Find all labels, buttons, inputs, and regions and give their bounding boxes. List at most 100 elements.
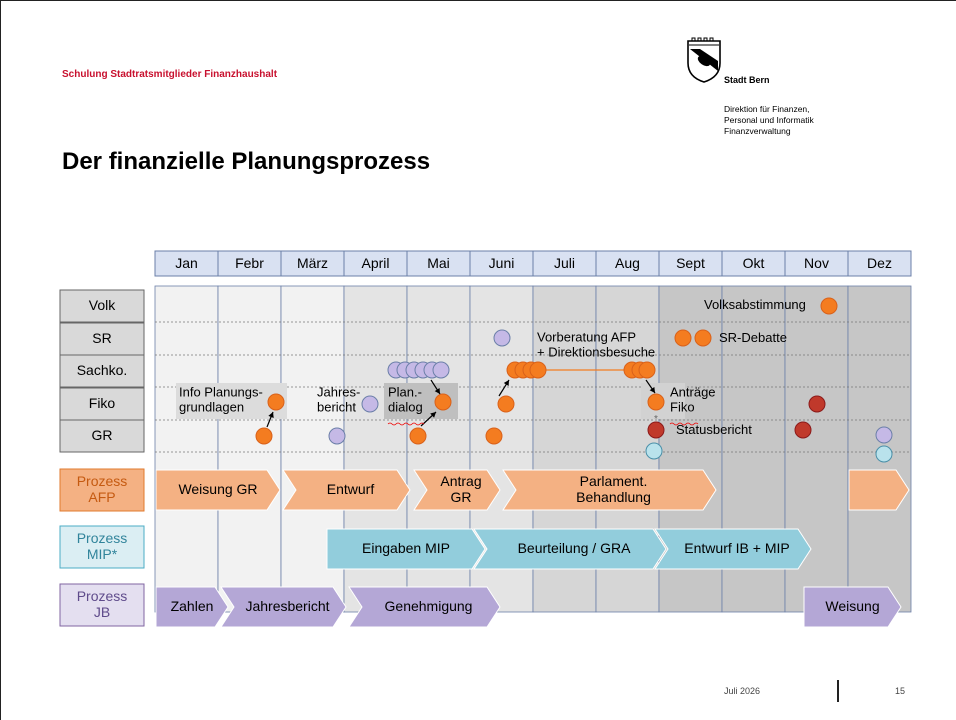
purple-dot (493, 329, 511, 347)
plandialog-text-line: dialog (388, 400, 423, 415)
info-planungsgrundlagen-text-line: grundlagen (179, 400, 244, 415)
asterisk-text-line: * (654, 414, 658, 425)
orange-dot (409, 427, 427, 445)
month-label: Okt (743, 255, 765, 271)
afp-chevron-label-line: Entwurf (327, 481, 375, 497)
month-label: Juni (489, 255, 515, 271)
course-title: Schulung Stadtratsmitglieder Finanzhaush… (62, 69, 278, 80)
purple-dot (432, 361, 450, 379)
row-label-line: Fiko (89, 395, 116, 411)
volksabstimmung-text: Volksabstimmung (704, 297, 806, 312)
month-header-cell (469, 250, 534, 277)
afp-chevron-label: Weisung GR (178, 481, 257, 497)
orange-dot (267, 393, 285, 411)
month-label: Sept (676, 255, 705, 271)
sr-debatte-text-line: SR-Debatte (719, 330, 787, 345)
process-label-line: MIP* (87, 546, 118, 562)
statusbericht-text-line: Statusbericht (676, 422, 752, 437)
afp-chevron-label-line: GR (451, 489, 472, 505)
month-header-cell (154, 250, 219, 277)
orange-dot (820, 297, 838, 315)
red-dot (647, 421, 665, 439)
statusbericht-text: Statusbericht (676, 422, 752, 437)
footer-divider (837, 680, 839, 702)
arrow-head (649, 387, 655, 393)
afp-chevron-label: Entwurf (327, 481, 375, 497)
month-header-cell (721, 250, 786, 277)
row-label-box (59, 322, 145, 356)
process-label-line: Prozess (77, 588, 128, 604)
row-label: SR (92, 330, 111, 346)
row-label-box (59, 289, 145, 323)
mip-chevron (326, 528, 486, 570)
purple-dot (875, 426, 893, 444)
department-block: Direktion für Finanzen, Personal und Inf… (724, 104, 814, 137)
month-header-cell (532, 250, 597, 277)
page-number: 15 (895, 686, 906, 696)
antraege-fiko-text-line: Fiko (670, 400, 695, 415)
vorberatung-text-line: + Direktionsbesuche (537, 345, 655, 360)
antraege-fiko-text-line: Anträge (670, 385, 716, 400)
plandialog-text: Plan.-dialog (388, 385, 423, 415)
department-line: Direktion für Finanzen, (724, 104, 810, 114)
mip-chevron-label-line: Eingaben MIP (362, 540, 450, 556)
jb-chevron (155, 586, 229, 628)
afp-chevron-label-line: Antrag (440, 473, 481, 489)
month-label-line: März (297, 255, 328, 271)
month-column (154, 285, 219, 613)
month-label-line: Aug (615, 255, 640, 271)
plandialog-text-line: Plan.- (388, 385, 422, 400)
jb-chevron-label: Jahresbericht (245, 598, 329, 614)
vorberatung-text-line: Vorberatung AFP (537, 330, 636, 345)
row-label: Fiko (89, 395, 116, 411)
blue-dot (875, 445, 893, 463)
row-label-line: Volk (89, 297, 116, 313)
month-label-line: Sept (676, 255, 705, 271)
page-title: Der finanzielle Planungsprozess (62, 148, 431, 175)
jahresbericht-text: Jahres-bericht (317, 385, 360, 415)
month-label-line: Okt (743, 255, 765, 271)
month-label-line: Nov (804, 255, 829, 271)
arrow-head (268, 412, 274, 418)
jb-chevron-label: Genehmigung (385, 598, 473, 614)
jahresbericht-text-line: bericht (317, 400, 356, 415)
month-label: Juli (554, 255, 575, 271)
month-label-line: Febr (235, 255, 264, 271)
month-column (217, 285, 282, 613)
month-label-line: April (361, 255, 389, 271)
orange-dot (485, 427, 503, 445)
mip-chevron-label-line: Beurteilung / GRA (518, 540, 631, 556)
afp-chevron (282, 469, 411, 511)
afp-chevron-label-line: Parlament. (580, 473, 648, 489)
afp-chevron (155, 469, 281, 511)
department-line: Personal und Informatik (724, 115, 814, 125)
vorberatung-text: Vorberatung AFP+ Direktionsbesuche (537, 330, 655, 360)
mip-chevron (654, 528, 812, 570)
row-label: GR (92, 427, 113, 443)
orange-dot (497, 395, 515, 413)
month-header-cell (343, 250, 408, 277)
orange-dot (694, 329, 712, 347)
jb-chevron (348, 586, 501, 628)
month-header-cell (847, 250, 912, 277)
blue-dot (645, 442, 663, 460)
row-label-box (59, 419, 145, 453)
purple-dot (361, 395, 379, 413)
city-name: Stadt Bern (724, 75, 770, 85)
month-label-line: Dez (867, 255, 892, 271)
spellcheck-squiggle (387, 422, 425, 426)
spellcheck-squiggle (669, 422, 699, 426)
orange-dot (529, 361, 547, 379)
mip-chevron (473, 528, 667, 570)
mip-chevron-label-line: Entwurf IB + MIP (684, 540, 789, 556)
arrow-head (434, 388, 440, 394)
row-label: Sachko. (77, 362, 128, 378)
orange-dot (434, 393, 452, 411)
department-line: Finanzverwaltung (724, 126, 791, 136)
month-label-line: Juli (554, 255, 575, 271)
purple-dot (328, 427, 346, 445)
